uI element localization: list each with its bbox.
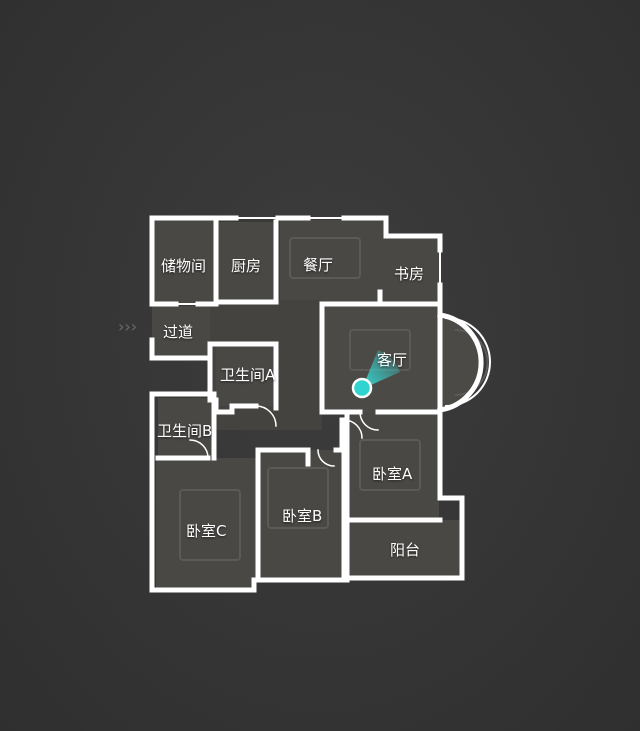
floor-areas — [152, 220, 482, 590]
view-cone — [362, 350, 400, 389]
room-label-bedroom-a[interactable]: 卧室A — [372, 465, 413, 483]
room-label-study[interactable]: 书房 — [394, 265, 425, 283]
walls — [149, 215, 491, 593]
room-label-dining[interactable]: 餐厅 — [303, 256, 334, 274]
viewpoint-dot[interactable] — [351, 377, 373, 399]
room-label-bedroom-b[interactable]: 卧室B — [282, 507, 323, 525]
entrance-arrow: ››› — [118, 317, 137, 336]
room-label-storage[interactable]: 储物间 — [161, 257, 207, 275]
room-label-living[interactable]: 客厅 — [377, 351, 408, 369]
room-label-kitchen[interactable]: 厨房 — [231, 257, 262, 275]
viewpoint-marker[interactable] — [351, 350, 400, 399]
room-label-bedroom-c[interactable]: 卧室C — [186, 522, 227, 540]
room-label-corridor[interactable]: 过道 — [163, 323, 194, 341]
room-label-bath-a[interactable]: 卫生间A — [220, 366, 276, 384]
room-label-bath-b[interactable]: 卫生间B — [157, 422, 213, 440]
room-label-balcony[interactable]: 阳台 — [390, 541, 421, 559]
